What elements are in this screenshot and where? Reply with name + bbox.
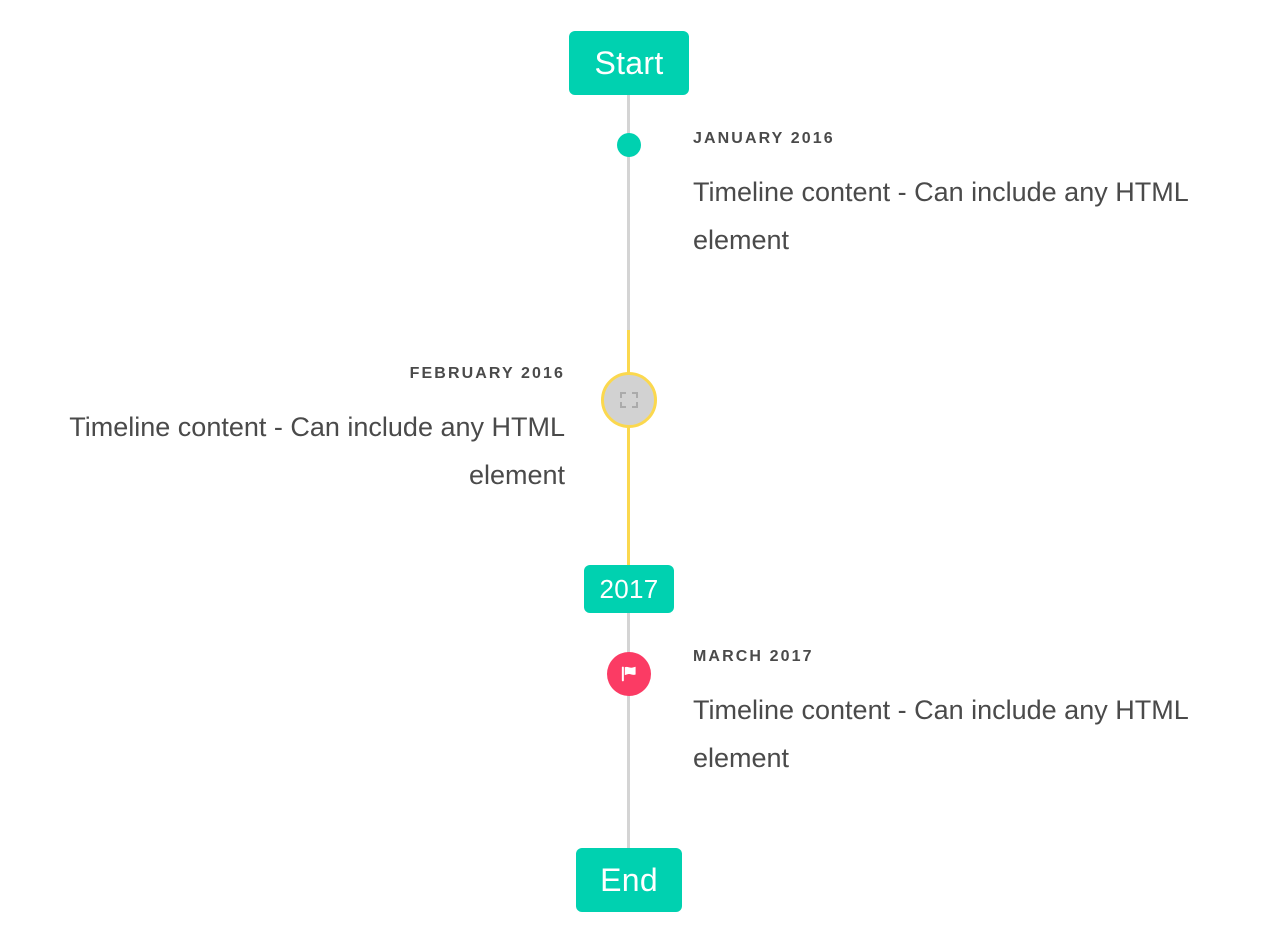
broken-image-icon[interactable] [601, 372, 657, 428]
timeline-start-badge[interactable]: Start [569, 31, 689, 95]
timeline-entry-body: Timeline content - Can include any HTML … [693, 694, 1188, 773]
timeline-entry-body: Timeline content - Can include any HTML … [69, 411, 565, 490]
timeline-rail-segment-bottom [627, 612, 630, 852]
timeline-entry-march: MARCH 2017 Timeline content - Can includ… [693, 648, 1223, 782]
timeline-entry-date: MARCH 2017 [693, 648, 814, 665]
timeline-entry-january: JANUARY 2016 Timeline content - Can incl… [693, 130, 1223, 264]
dot-icon[interactable] [617, 133, 641, 157]
timeline-rail-segment-highlight [627, 330, 630, 566]
timeline-entry-body: Timeline content - Can include any HTML … [693, 176, 1188, 255]
flag-icon[interactable] [607, 652, 651, 696]
timeline-end-badge[interactable]: End [576, 848, 682, 912]
timeline-entry-date: FEBRUARY 2016 [409, 365, 565, 382]
timeline-year-badge[interactable]: 2017 [584, 565, 674, 613]
flag-glyph [621, 666, 636, 682]
timeline-rail-segment-top [627, 90, 630, 332]
timeline-entry-date: JANUARY 2016 [693, 130, 835, 147]
broken-image-glyph [620, 392, 638, 408]
timeline-entry-february: FEBRUARY 2016 Timeline content - Can inc… [41, 365, 565, 499]
